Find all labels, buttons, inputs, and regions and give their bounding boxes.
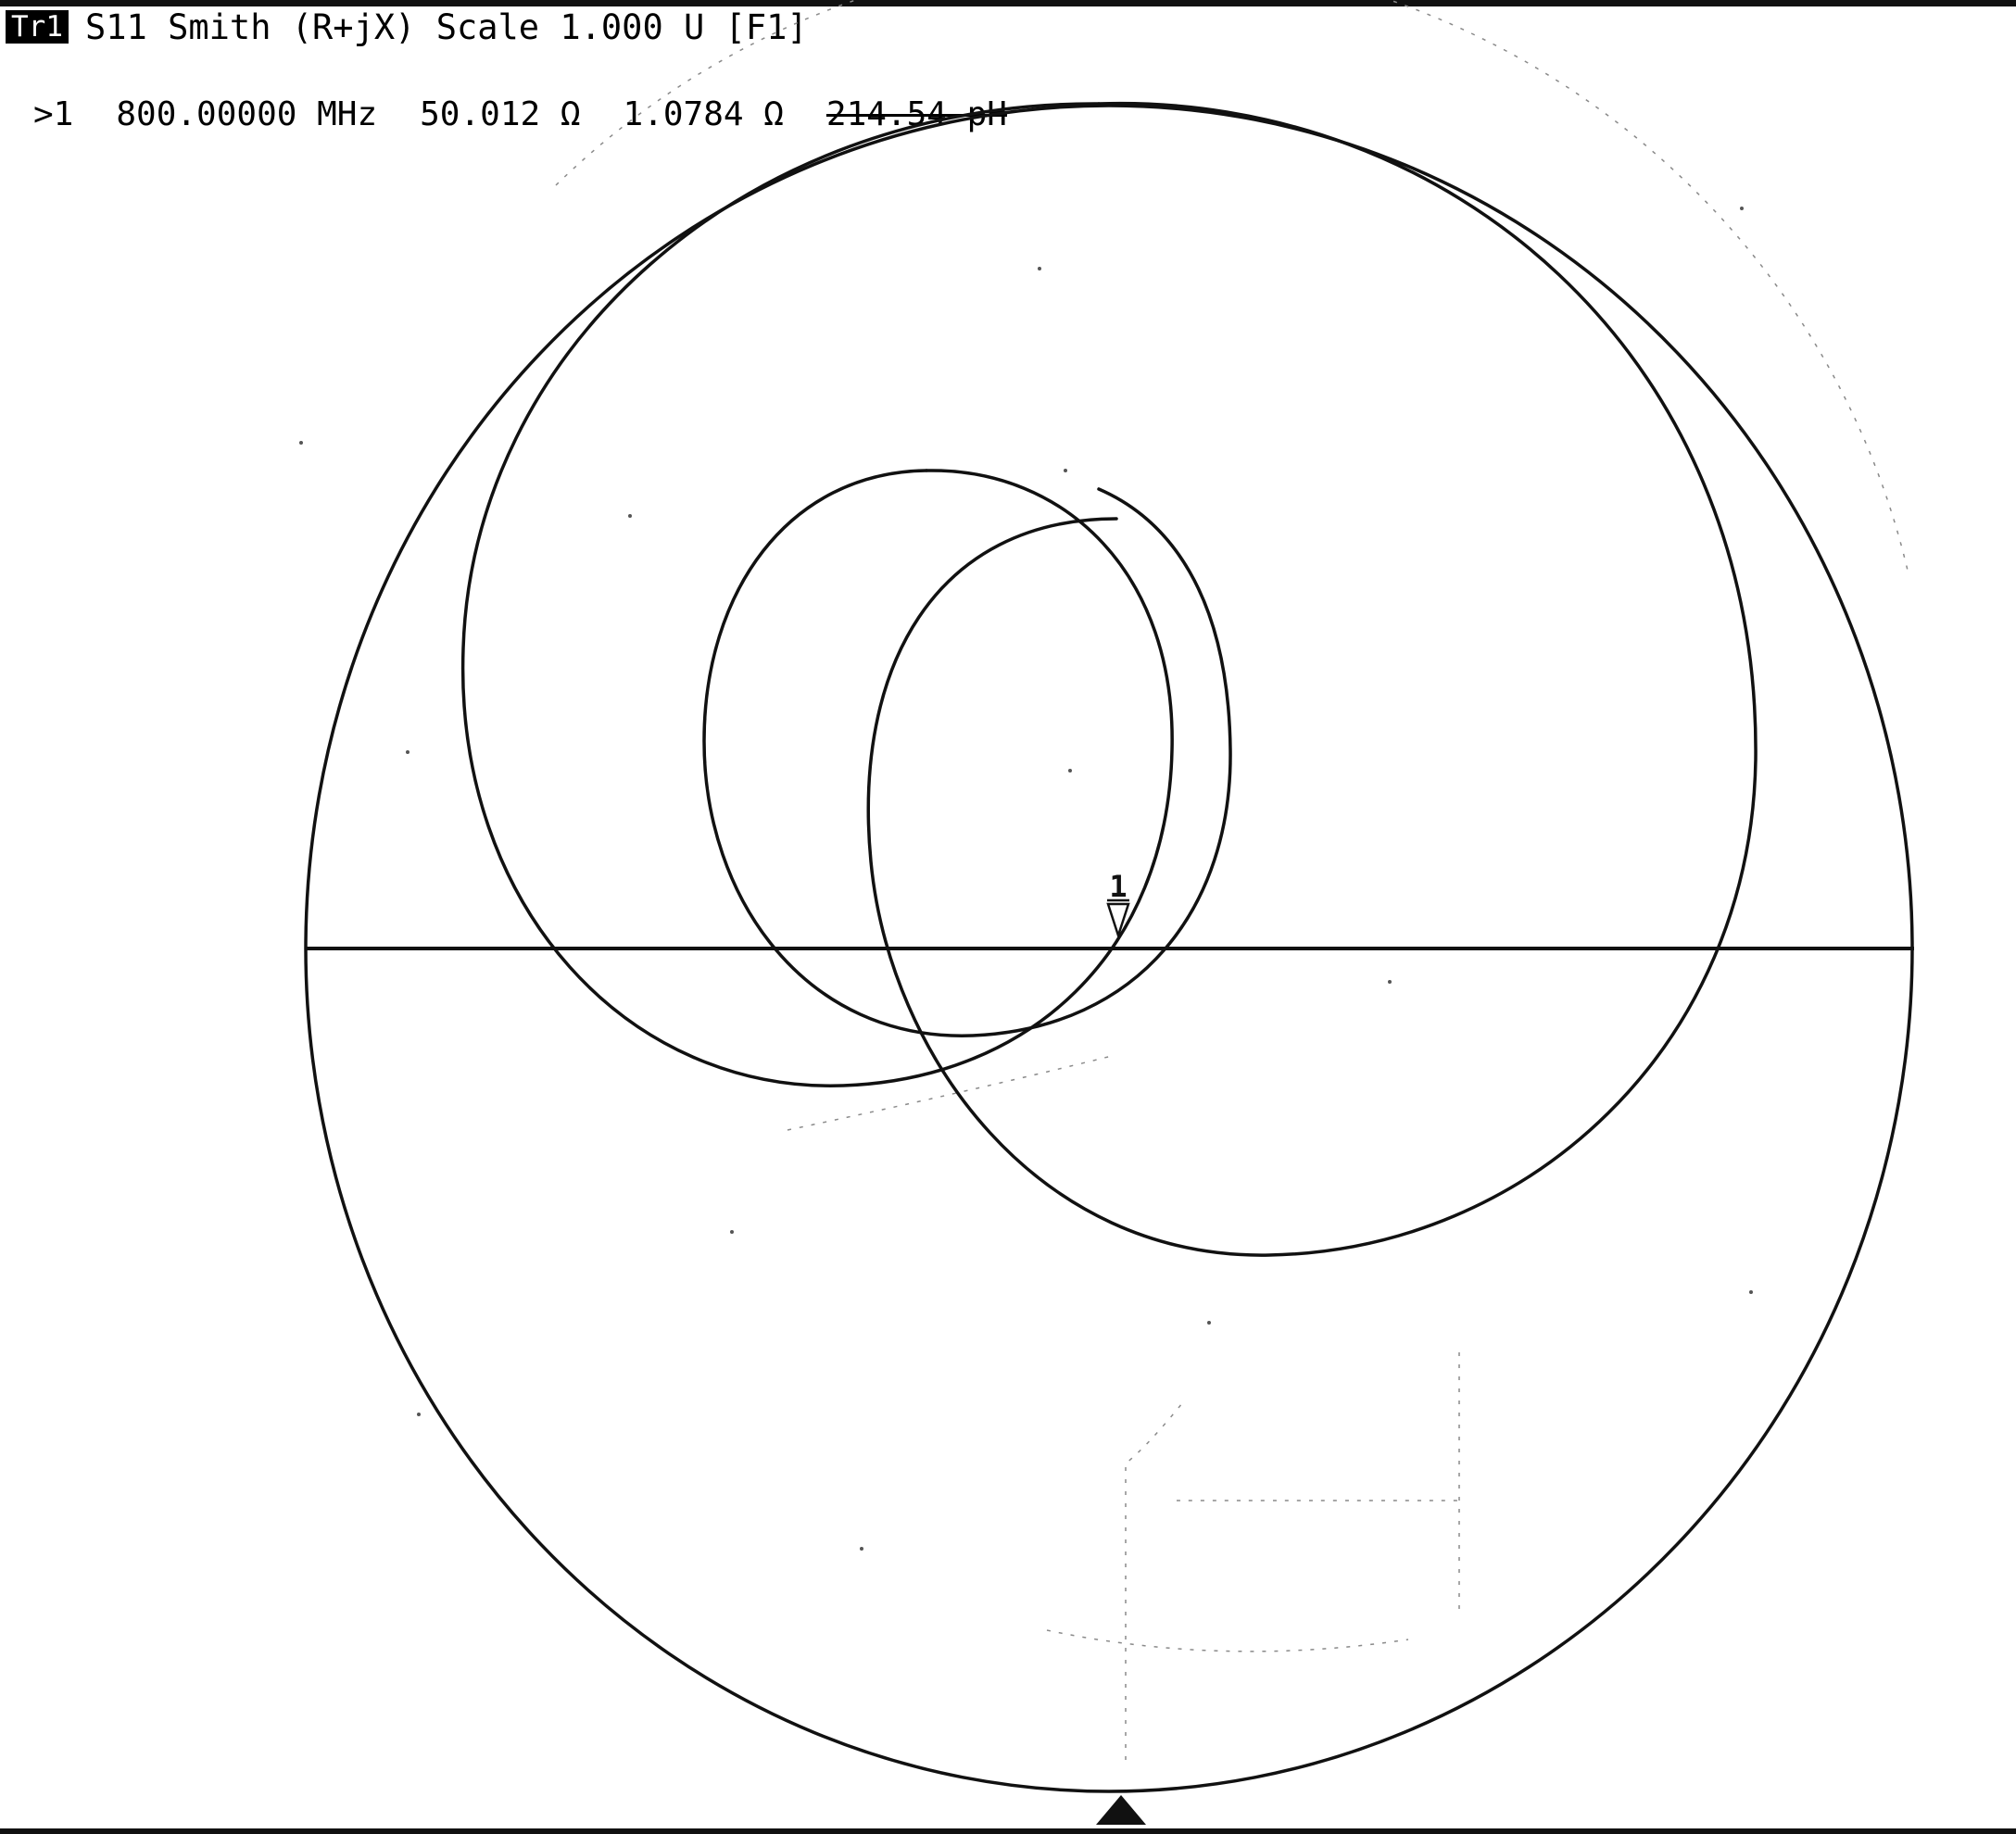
grid-dot [406,750,410,754]
grid-dot [860,1547,863,1551]
marker-frequency: 800.00000 MHz [116,94,378,133]
marker-1[interactable]: 1 [1106,869,1130,940]
grid-dot [1740,207,1744,210]
grid-dot [299,441,303,445]
trace-large-loop [866,101,1758,1257]
trace-left-loop [460,102,1174,1087]
grid-reactance-arc-lower [787,1055,1113,1131]
smith-grid [555,0,1909,1760]
marker-resistance: 50.012 Ω [420,94,581,133]
marker-indicator: >1 [33,94,74,133]
grid-dot [1068,769,1072,773]
s11-trace [460,101,1758,1257]
bottom-border [0,1828,2016,1834]
trace-title-text: S11 Smith (R+jX) Scale 1.000 U [F1] [85,6,808,47]
grid-dot [1064,469,1067,472]
reference-triangle-icon [1096,1795,1146,1825]
marker-reactance: 1.0784 Ω [623,94,784,133]
trace-title-bar[interactable]: Tr1 S11 Smith (R+jX) Scale 1.000 U [F1] [6,6,808,47]
top-border [0,0,2016,6]
marker-1-label: 1 [1109,869,1127,904]
grid-dot [730,1230,734,1234]
grid-dot [628,514,632,518]
marker-readout: >1 800.00000 MHz 50.012 Ω 1.0784 Ω 214.5… [33,93,1007,135]
grid-reactance-arc-bottom [1125,1398,1187,1760]
trace-badge[interactable]: Tr1 [6,10,69,44]
grid-dot [417,1413,421,1416]
grid-resistance-arc-lower [1046,1629,1409,1652]
grid-dots [299,207,1753,1551]
grid-dot [1207,1321,1211,1325]
grid-dot [1749,1290,1753,1294]
trace-inner-loop [702,469,1232,1037]
grid-dot [1388,980,1392,984]
grid-dot [1038,267,1041,270]
marker-1-triangle-icon [1106,902,1130,940]
